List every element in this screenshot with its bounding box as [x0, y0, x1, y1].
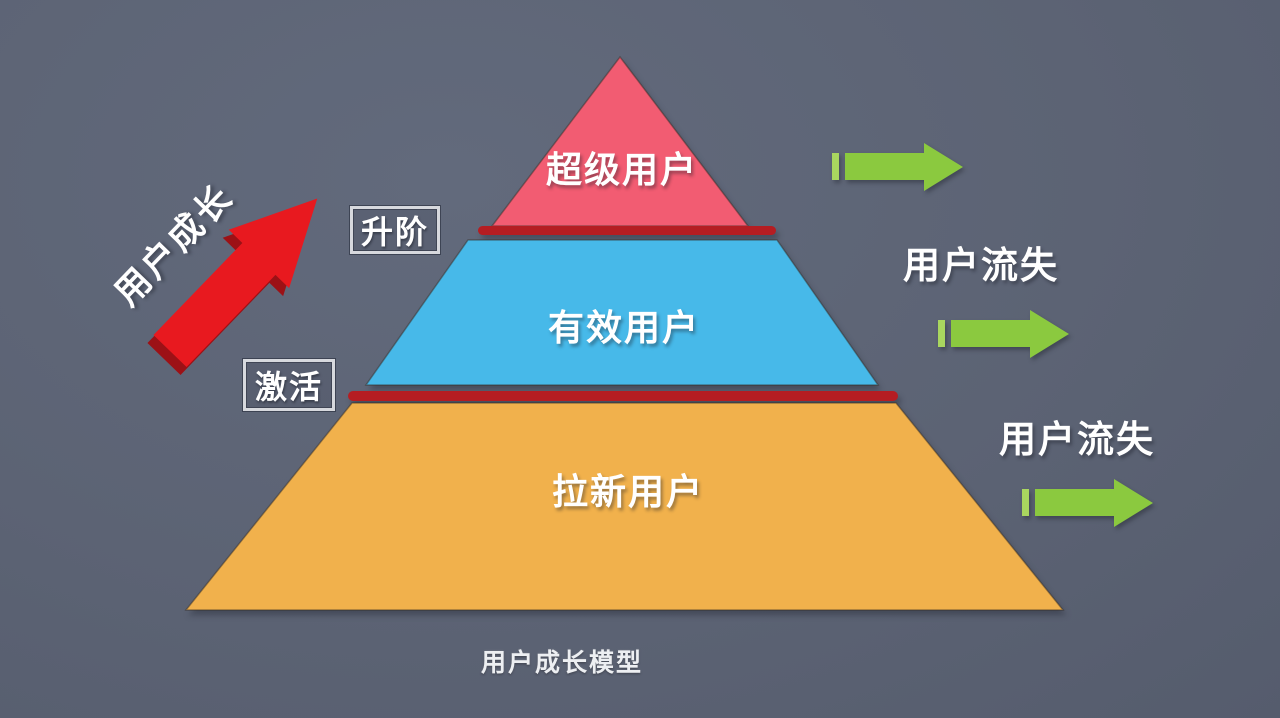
stage-box-upgrade: 升阶 — [350, 206, 440, 254]
level-label-super-users: 超级用户 — [545, 149, 699, 190]
stage-box-upgrade-label: 升阶 — [360, 214, 429, 250]
divider-bar-bottom — [348, 391, 898, 401]
level-label-effective-users: 有效用户 — [547, 307, 701, 348]
churn-label-top: 用户流失 — [903, 245, 1059, 286]
pyramid-level-effective — [364, 239, 880, 386]
churn-arrow-top — [832, 143, 963, 191]
churn-arrow-middle — [938, 310, 1069, 358]
churn-label-bottom: 用户流失 — [999, 419, 1155, 460]
divider-bar-top — [478, 226, 776, 235]
growth-arrow-body — [153, 198, 318, 367]
growth-arrow — [147, 198, 318, 375]
churn-arrow-bottom — [1022, 479, 1153, 527]
level-label-new-users: 拉新用户 — [551, 471, 705, 512]
stage-box-activate-label: 激活 — [254, 369, 323, 405]
diagram-caption: 用户成长模型 — [480, 649, 644, 677]
pyramid — [184, 55, 1065, 611]
pyramid-level-acquisition — [184, 402, 1065, 611]
stage-box-activate: 激活 — [243, 359, 335, 411]
